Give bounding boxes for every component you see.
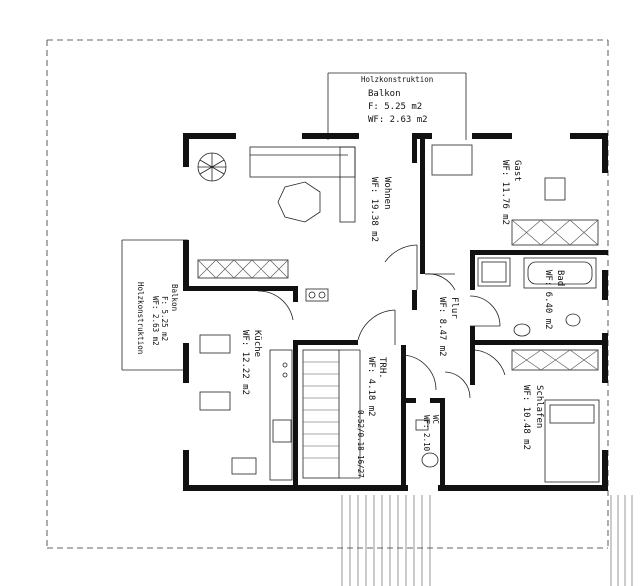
kueche-name: Küche — [252, 330, 262, 357]
balkon-top-wf: WF: 2.63 m2 — [368, 115, 428, 125]
balkon-left-name: Balkon — [170, 284, 179, 311]
balkon-left-construction: Holzkonstruktion — [136, 282, 145, 354]
door-swings — [257, 244, 506, 399]
balcony-left-frame — [121, 239, 188, 371]
exterior-deck — [341, 495, 633, 586]
walls — [183, 133, 608, 491]
living-room-furniture — [197, 146, 356, 279]
kueche-area: WF: 12.22 m2 — [240, 330, 250, 395]
bad-name: Bad — [555, 270, 565, 286]
flur-area: WF: 8.47 m2 — [437, 297, 447, 357]
plant-icon — [197, 152, 227, 182]
schlafen-area: WF: 10.48 m2 — [521, 385, 531, 450]
wc-area: WF: 2.10 — [422, 415, 431, 452]
wohnen-area: WF: 19.38 m2 — [369, 177, 379, 242]
balcony-top-frame — [327, 72, 467, 140]
balkon-left-f: F: 5.25 m2 — [160, 296, 169, 341]
balkon-top-construction: Holzkonstruktion — [361, 75, 433, 84]
bedroom-furniture — [511, 349, 600, 483]
bathroom-fixtures — [477, 257, 597, 337]
wc-name: WC — [431, 415, 440, 424]
flur-name: Flur — [449, 297, 459, 319]
balkon-top-f: F: 5.25 m2 — [368, 102, 422, 112]
wohnen-name: Wohnen — [382, 177, 392, 210]
schlafen-name: Schlafen — [534, 385, 544, 428]
trh-name: TRH. — [377, 357, 387, 379]
trh-area: WF: 4.18 m2 — [366, 357, 376, 417]
gast-area: WF: 11.76 m2 — [500, 160, 510, 225]
kitchen-furniture — [199, 288, 329, 481]
plot-boundary — [46, 39, 609, 549]
staircase — [302, 349, 361, 479]
trh-stairs: 0.52/0.18 16/27 — [356, 410, 365, 478]
wc-fixtures — [415, 419, 439, 468]
gast-name: Gast — [512, 160, 522, 182]
balkon-left-wf: WF: 2.63 m2 — [151, 296, 160, 346]
bad-area: WF: 6.40 m2 — [543, 270, 553, 330]
guest-room-furniture — [431, 144, 599, 246]
balkon-top-name: Balkon — [368, 89, 401, 99]
